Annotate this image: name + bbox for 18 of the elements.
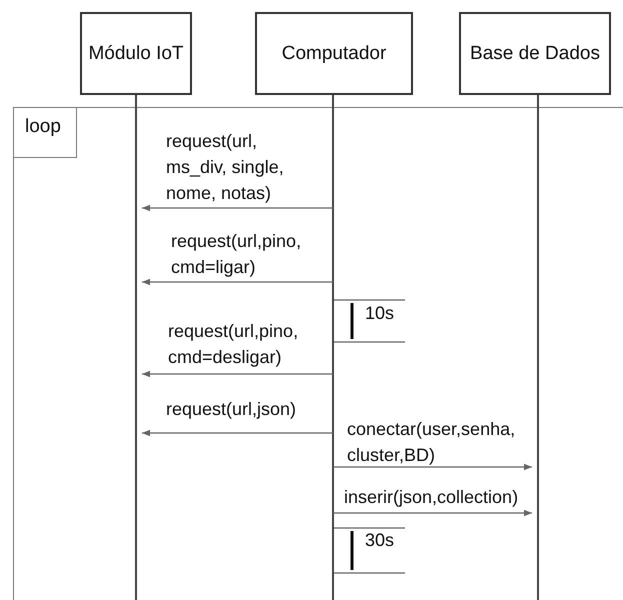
message-label: request(url, ms_div, single, nome, notas) — [166, 130, 285, 205]
message-label: request(url,pino, cmd=ligar) — [171, 230, 302, 279]
message-label: inserir(json,collection) — [344, 486, 520, 509]
message-arrow — [333, 464, 532, 470]
participant-box: Base de Dados — [459, 12, 611, 95]
participant-box: Computador — [255, 12, 413, 95]
delay-label: 10s — [365, 302, 394, 325]
message-arrow — [142, 430, 333, 436]
message-label: request(url,json) — [166, 398, 298, 421]
message-label: conectar(user,senha, cluster,BD) — [347, 418, 516, 467]
loop-tag: loop — [13, 107, 77, 158]
message-arrow — [142, 278, 333, 286]
message-arrow — [142, 370, 333, 378]
message-arrow — [142, 204, 333, 212]
participant-box: Módulo IoT — [80, 12, 192, 95]
message-arrow — [333, 510, 532, 516]
message-label: request(url,pino, cmd=desligar) — [168, 320, 300, 369]
delay-label: 30s — [365, 529, 394, 552]
